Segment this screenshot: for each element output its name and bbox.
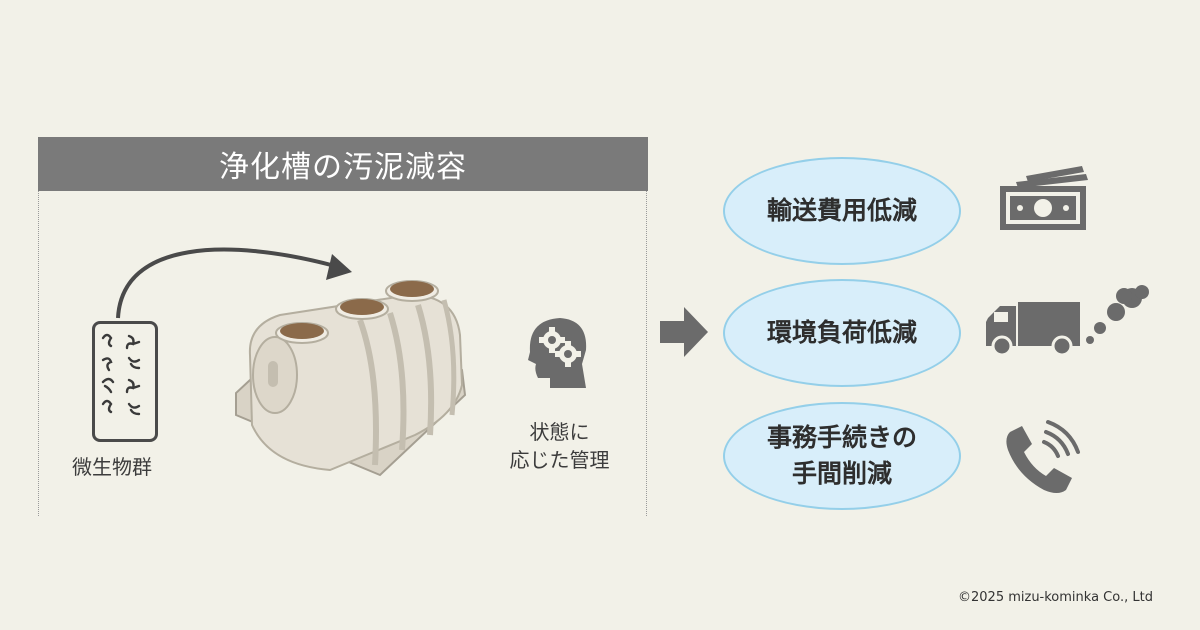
money-icon <box>1000 166 1088 230</box>
right-arrow-icon <box>660 307 708 357</box>
management-label-line1: 状態に <box>529 420 590 444</box>
head-gears-icon <box>528 318 587 388</box>
diagram-title: 浄化槽の汚泥減容 <box>38 137 648 191</box>
microbe-label: 微生物群 <box>72 455 152 479</box>
frame-right-border <box>646 191 647 516</box>
truck-icon <box>986 285 1149 357</box>
benefit-paperwork: 事務手続きの 手間削減 <box>723 402 961 510</box>
benefit-transport-cost-label: 輸送費用低減 <box>766 196 917 225</box>
benefit-paperwork-line2: 手間削減 <box>791 459 892 488</box>
copyright-text: ©2025 mizu-kominka Co., Ltd <box>958 590 1153 605</box>
phone-icon <box>1006 420 1080 493</box>
septic-tank-illustration <box>235 280 467 477</box>
management-label-line2: 応じた管理 <box>509 448 610 472</box>
benefit-environment-label: 環境負荷低減 <box>766 318 917 347</box>
management-label: 状態に 応じた管理 <box>497 418 622 474</box>
benefit-transport-cost: 輸送費用低減 <box>723 157 961 265</box>
benefit-paperwork-line1: 事務手続きの <box>766 423 917 452</box>
bacteria-icon <box>92 321 158 442</box>
benefit-environment: 環境負荷低減 <box>723 279 961 387</box>
frame-left-border <box>38 191 39 516</box>
